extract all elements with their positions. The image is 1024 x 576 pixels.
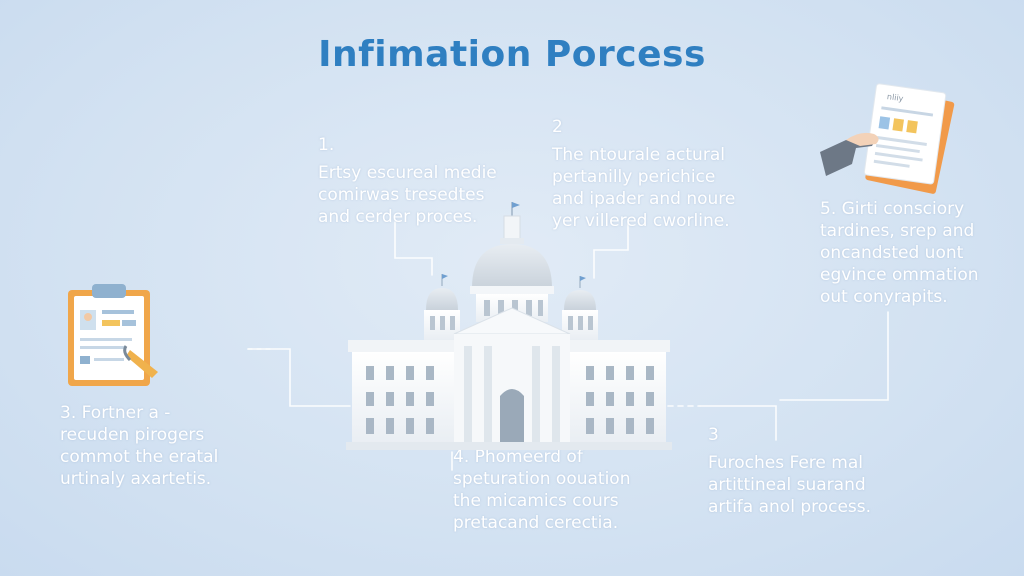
connector-step-1 bbox=[394, 221, 433, 276]
step-1-line: Ertsy escureal medie bbox=[318, 163, 497, 183]
step-4-line: the micamics cours bbox=[453, 491, 619, 511]
step-1-number: 1. bbox=[318, 135, 335, 155]
step-4-line: speturation oouation bbox=[453, 469, 631, 489]
connector-step-5 bbox=[779, 311, 889, 401]
step-4: 4. Phomeerd of speturation oouation the … bbox=[453, 446, 630, 534]
step-2-line: pertanilly perichice bbox=[552, 167, 716, 187]
connector-step-3-left bbox=[247, 348, 351, 407]
step-1-line: and cerder proces. bbox=[318, 207, 478, 227]
step-5-number: 5. Girti consciory bbox=[820, 199, 965, 219]
step-2-number: 2 bbox=[552, 117, 563, 137]
step-1: 1. Ertsy escureal medie comirwas tresedt… bbox=[318, 134, 497, 228]
step-5-line: egvince ommation bbox=[820, 265, 979, 285]
connector-step-3-right bbox=[699, 405, 777, 441]
step-2-line: The ntourale actural bbox=[552, 145, 725, 165]
step-4-line: pretacand cerectia. bbox=[453, 513, 619, 533]
hand-holding-document-icon: nliiy bbox=[820, 83, 955, 194]
step-5-line: out conyrapits. bbox=[820, 287, 948, 307]
step-5-line: oncandsted uont bbox=[820, 243, 964, 263]
step-2-line: and ipader and noure bbox=[552, 189, 736, 209]
step-3-left-line: urtinaly axartetis. bbox=[60, 469, 212, 489]
step-2-line: yer villered cworline. bbox=[552, 211, 730, 231]
step-3-right-line: artifa anol process. bbox=[708, 497, 872, 517]
step-5-line: tardines, srep and bbox=[820, 221, 975, 241]
step-3-right-line: Furoches Fere mal bbox=[708, 453, 863, 473]
step-3-right-number: 3 bbox=[708, 425, 719, 445]
step-3-left-number: 3. Fortner a - bbox=[60, 403, 171, 423]
step-3-left-line: recuden pirogers bbox=[60, 425, 205, 445]
step-1-line: comirwas tresedtes bbox=[318, 185, 485, 205]
clipboard-document-icon bbox=[68, 284, 158, 386]
document-header-text: nliiy bbox=[886, 92, 904, 103]
step-4-number: 4. Phomeerd of bbox=[453, 447, 583, 467]
government-building-icon bbox=[346, 202, 672, 450]
step-3-left-line: commot the eratal bbox=[60, 447, 219, 467]
step-2: 2 The ntourale actural pertanilly perich… bbox=[552, 116, 735, 232]
step-5: 5. Girti consciory tardines, srep and on… bbox=[820, 198, 979, 308]
connector-step-2 bbox=[593, 221, 629, 279]
step-3-right: 3 Furoches Fere mal artittineal suarand … bbox=[708, 424, 871, 518]
step-3-right-line: artittineal suarand bbox=[708, 475, 866, 495]
step-3-left: 3. Fortner a - recuden pirogers commot t… bbox=[60, 402, 218, 490]
page-title: Infimation Porcess bbox=[318, 34, 706, 75]
